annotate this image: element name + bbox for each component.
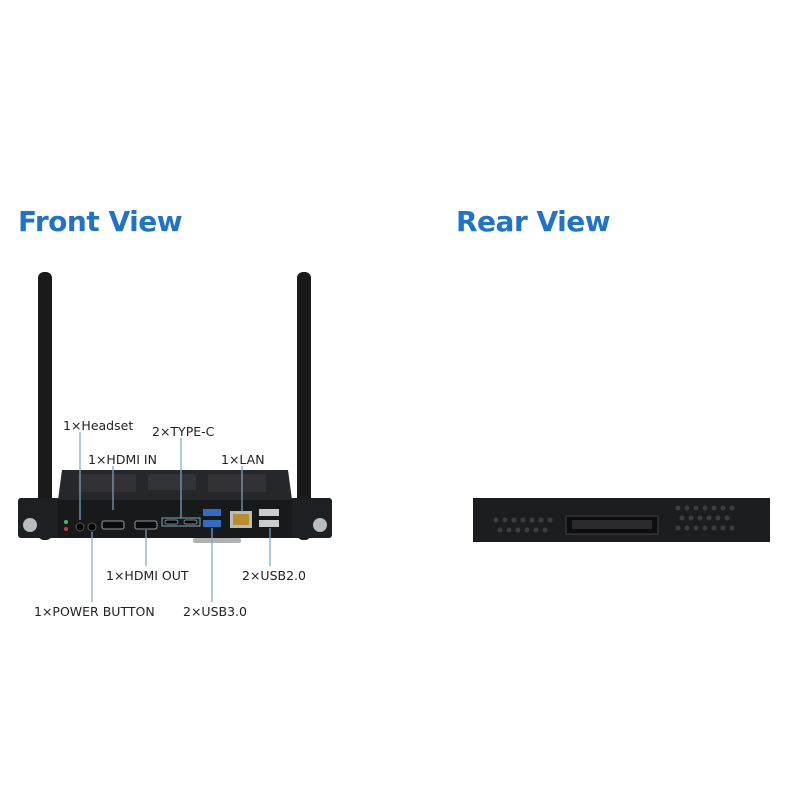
usb3-port	[203, 520, 221, 527]
usb2-port	[259, 520, 279, 527]
front-device	[18, 272, 332, 543]
headset-jack	[75, 522, 85, 532]
left-screw	[23, 518, 37, 532]
power-button	[87, 522, 97, 532]
left-antenna	[38, 272, 52, 540]
leader-lines	[79, 432, 271, 602]
label-power-button: 1×POWER BUTTON	[34, 604, 155, 619]
label-usb3: 2×USB3.0	[183, 604, 247, 619]
rear-view-title: Rear View	[456, 205, 611, 238]
usb2-port	[259, 509, 279, 516]
right-screw	[313, 518, 327, 532]
label-headset: 1×Headset	[63, 418, 134, 433]
hdmi-in-port	[101, 520, 125, 530]
label-hdmi-in: 1×HDMI IN	[88, 452, 157, 467]
usb3-port	[203, 509, 221, 516]
right-antenna	[297, 272, 311, 540]
label-type-c: 2×TYPE-C	[152, 424, 215, 439]
label-usb2: 2×USB2.0	[242, 568, 306, 583]
front-view-title: Front View	[18, 205, 183, 238]
label-hdmi-out: 1×HDMI OUT	[106, 568, 189, 583]
handle	[193, 538, 241, 543]
hdmi-out-port	[134, 520, 158, 530]
rear-device	[473, 498, 770, 542]
label-lan: 1×LAN	[221, 452, 265, 467]
